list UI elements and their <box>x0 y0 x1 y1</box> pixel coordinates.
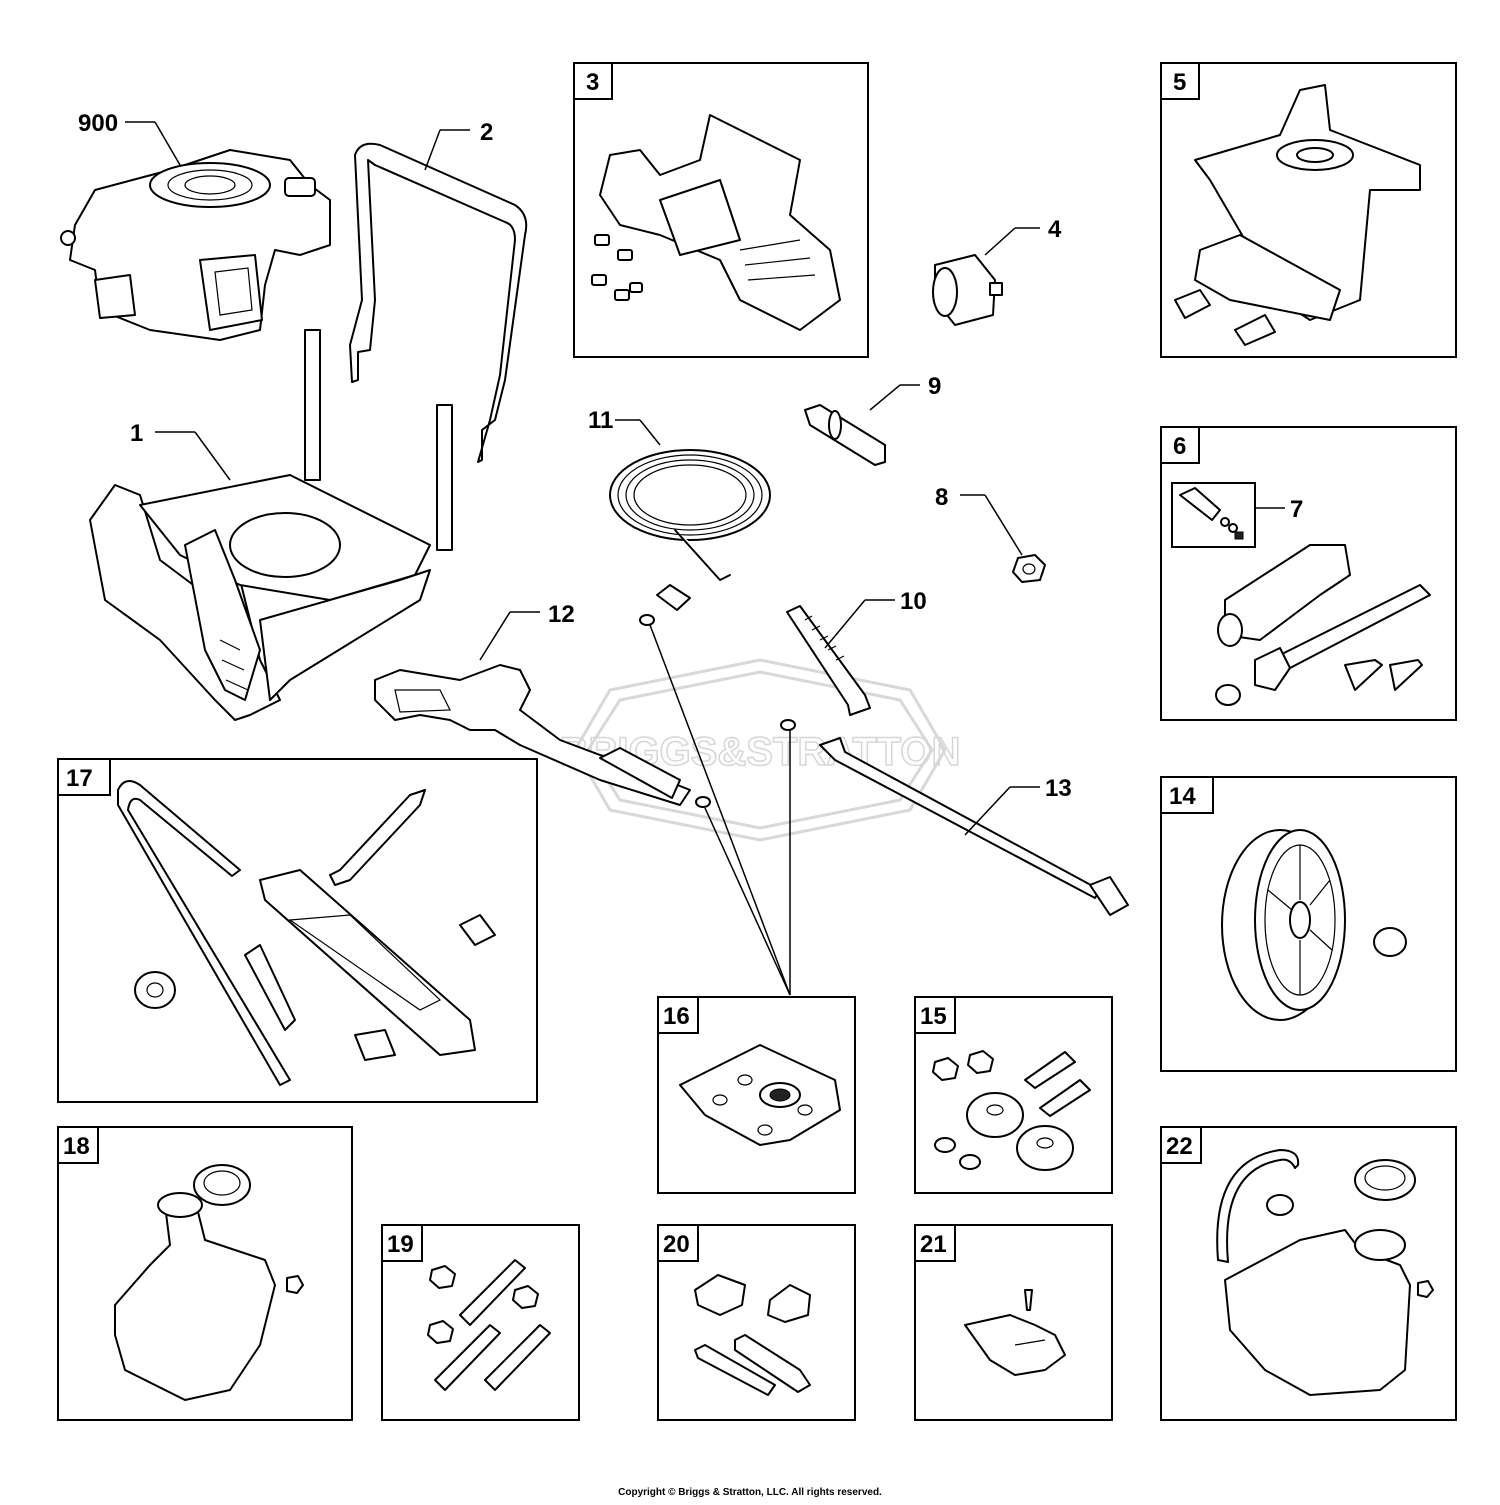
axle-part-9[interactable] <box>804 404 886 466</box>
callout-2: 2 <box>480 119 493 146</box>
box-20[interactable]: 20 <box>657 1224 856 1421</box>
box-14[interactable]: 14 <box>1160 776 1457 1072</box>
handle-part-2[interactable] <box>349 142 528 463</box>
screw-set-box-3 <box>591 234 643 301</box>
callout-11: 11 <box>588 407 613 434</box>
box-label-21: 21 <box>920 1231 947 1258</box>
box-label-18: 18 <box>63 1133 90 1160</box>
box-label-6: 6 <box>1173 433 1186 460</box>
callout-7: 7 <box>1290 496 1303 523</box>
box-16[interactable]: 16 <box>657 996 856 1194</box>
box-label-5: 5 <box>1173 69 1186 96</box>
box-15[interactable]: 15 <box>914 996 1113 1194</box>
callout-12: 12 <box>548 601 575 628</box>
valve-part-7[interactable] <box>1179 487 1244 540</box>
callout-900: 900 <box>78 110 118 137</box>
box-label-14: 14 <box>1169 783 1196 810</box>
frame-part-1[interactable] <box>89 329 453 721</box>
box-label-16: 16 <box>663 1003 690 1030</box>
box-label-3: 3 <box>586 69 599 96</box>
box-5[interactable]: 5 <box>1160 62 1457 358</box>
callout-4: 4 <box>1048 216 1062 243</box>
callout-1: 1 <box>130 420 143 447</box>
strap-part-10[interactable] <box>786 605 871 716</box>
nut-part-8[interactable] <box>1012 554 1046 583</box>
engine-part-900[interactable] <box>60 149 331 341</box>
callout-9: 9 <box>928 373 941 400</box>
box-22[interactable]: 22 <box>1160 1126 1457 1421</box>
box-18[interactable]: 18 <box>57 1126 353 1421</box>
box-19[interactable]: 19 <box>381 1224 580 1421</box>
box-21[interactable]: 21 <box>914 1224 1113 1421</box>
spray-gun-part-12[interactable] <box>374 664 711 808</box>
box-6[interactable]: 6 <box>1160 426 1457 721</box>
box-17[interactable]: 17 <box>57 758 538 1103</box>
hose-part-11[interactable] <box>609 449 771 626</box>
copyright-notice: Copyright © Briggs & Stratton, LLC. All … <box>618 1487 882 1498</box>
callout-13: 13 <box>1045 775 1072 802</box>
nozzle-part-4[interactable] <box>932 254 1003 326</box>
box-label-15: 15 <box>920 1003 947 1030</box>
box-label-20: 20 <box>663 1231 690 1258</box>
callout-8: 8 <box>935 484 948 511</box>
box-label-17: 17 <box>66 765 93 792</box>
callout-10: 10 <box>900 588 927 615</box>
box-label-22: 22 <box>1166 1133 1193 1160</box>
box-label-19: 19 <box>387 1231 414 1258</box>
box-3[interactable]: 3 <box>573 62 869 358</box>
wand-part-13[interactable] <box>780 719 1129 916</box>
